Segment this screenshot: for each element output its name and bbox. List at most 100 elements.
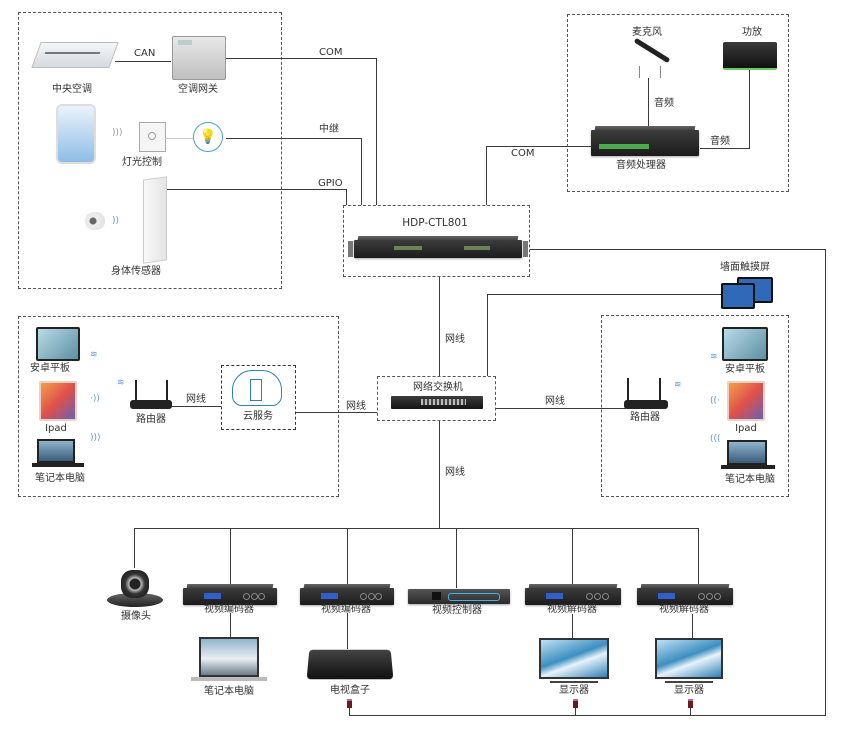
controller-group <box>343 205 530 277</box>
tv-stand <box>550 681 598 683</box>
amplifier-label: 功放 <box>742 27 762 38</box>
audio-com-line <box>486 146 592 148</box>
decoder2-drop <box>698 528 700 588</box>
audio-processor-label: 音频处理器 <box>616 160 666 171</box>
environment-group <box>18 12 282 289</box>
panel-bulb-line <box>165 138 193 140</box>
video-decoder-icon <box>525 584 621 605</box>
controller-switch-line <box>439 277 441 376</box>
bulb-icon: 💡 <box>193 122 223 152</box>
tv-box-icon <box>306 649 394 680</box>
amplifier-icon <box>723 42 777 70</box>
microphone-stand <box>639 66 661 78</box>
encoder1-label: 视频编码器 <box>204 604 254 615</box>
right-laptop-label: 笔记本电脑 <box>725 474 775 485</box>
controller-switch-label: 网线 <box>445 334 465 345</box>
ir-loop-line <box>825 249 827 716</box>
ac-gateway-label: 空调网关 <box>178 84 218 95</box>
audio-com-label: COM <box>511 148 535 159</box>
camera-icon <box>107 593 163 607</box>
ir-line-tvbox <box>349 705 351 716</box>
audio-group <box>567 14 789 192</box>
decoder2-label: 视频解码器 <box>659 604 709 615</box>
decoder1-label: 视频解码器 <box>547 604 597 615</box>
wifi-icon: ≋ <box>674 380 682 390</box>
router-antenna <box>166 380 168 402</box>
ipad-icon <box>727 381 765 421</box>
audio-processor-icon <box>591 126 699 156</box>
cloud-service-group <box>221 365 296 430</box>
wifi-icon: ≋ <box>710 352 718 362</box>
com-link-label: COM <box>319 47 343 58</box>
encoder1-laptop-line <box>230 613 232 637</box>
video-encoder-icon <box>183 584 277 605</box>
laptop-icon <box>37 439 75 463</box>
microphone-label: 麦克风 <box>632 27 662 38</box>
android-tablet-icon <box>722 327 768 361</box>
right-router-line <box>496 408 626 410</box>
laptop-base <box>191 677 267 681</box>
display1-label: 显示器 <box>559 685 589 696</box>
phone-app-icon <box>56 104 96 164</box>
laptop-base <box>721 465 775 469</box>
switch-panel-knob <box>148 132 156 140</box>
motion-sensor-icon <box>85 212 105 230</box>
router-antenna <box>627 378 629 401</box>
mic-audio-label: 音频 <box>654 98 674 109</box>
encoder2-label: 视频编码器 <box>321 604 371 615</box>
video-laptop-label: 笔记本电脑 <box>204 686 254 697</box>
relay-link-line <box>361 138 363 205</box>
air-conditioner-vent <box>44 52 101 54</box>
com-link-line <box>225 58 377 60</box>
switch-label: 网络交换机 <box>413 382 463 393</box>
cloud-link-label: 网线 <box>346 401 366 412</box>
wifi-icon: )) <box>112 216 120 226</box>
wifi-icon: ((( <box>710 434 721 444</box>
body-sensor-panel <box>143 176 167 264</box>
left-router-label: 路由器 <box>136 414 166 425</box>
gpio-link-label: GPIO <box>318 178 343 189</box>
wifi-icon: ))) <box>90 433 101 443</box>
air-conditioner-icon <box>31 42 119 68</box>
right-ipad-label: Ipad <box>735 423 757 434</box>
left-ipad-label: Ipad <box>45 423 67 434</box>
wifi-icon: ≋ <box>90 350 98 360</box>
router-icon <box>130 400 172 409</box>
wifi-icon: ((· <box>710 396 720 406</box>
router-link-label: 网线 <box>186 394 206 405</box>
wifi-icon: ·)) <box>90 394 100 404</box>
cloud-link-line <box>296 412 377 414</box>
video-controller-icon <box>408 589 510 604</box>
ir-line-display1 <box>575 705 577 716</box>
display2-label: 显示器 <box>674 685 704 696</box>
router-cloud-line <box>172 406 221 408</box>
left-android-tablet-label: 安卓平板 <box>30 363 70 374</box>
gpio-link-line <box>346 189 348 205</box>
com-link-line <box>376 58 378 205</box>
controller-label: HDP-CTL801 <box>402 217 468 229</box>
encoder2-tvbox-line <box>347 613 349 649</box>
lighting-control-label: 灯光控制 <box>122 157 162 168</box>
camera-drop <box>134 528 136 568</box>
audio-com-line <box>486 146 488 205</box>
amp-audio-label: 音频 <box>710 136 730 147</box>
left-network-group <box>18 316 339 497</box>
router-antenna <box>135 380 137 402</box>
body-sensor-label: 身体传感器 <box>111 266 161 277</box>
camera-label: 摄像头 <box>121 611 151 622</box>
encoder2-drop <box>347 528 349 588</box>
gpio-link-line <box>166 189 347 191</box>
can-link-label: CAN <box>134 48 156 59</box>
tv-box-label: 电视盒子 <box>330 685 370 696</box>
wall-touch-panel-icon <box>721 283 755 309</box>
decoder2-display-line <box>692 614 694 638</box>
switch-downlink-label: 网线 <box>445 467 465 478</box>
ir-emitter-icon <box>688 699 693 708</box>
mic-audio-line <box>648 78 650 126</box>
wall-panel-line <box>487 294 489 376</box>
wifi-icon: ≋ <box>117 378 125 388</box>
router-antenna <box>659 378 661 401</box>
wifi-icon: ))) <box>112 128 123 138</box>
central-ac-label: 中央空调 <box>52 84 92 95</box>
network-switch-icon <box>391 396 483 409</box>
